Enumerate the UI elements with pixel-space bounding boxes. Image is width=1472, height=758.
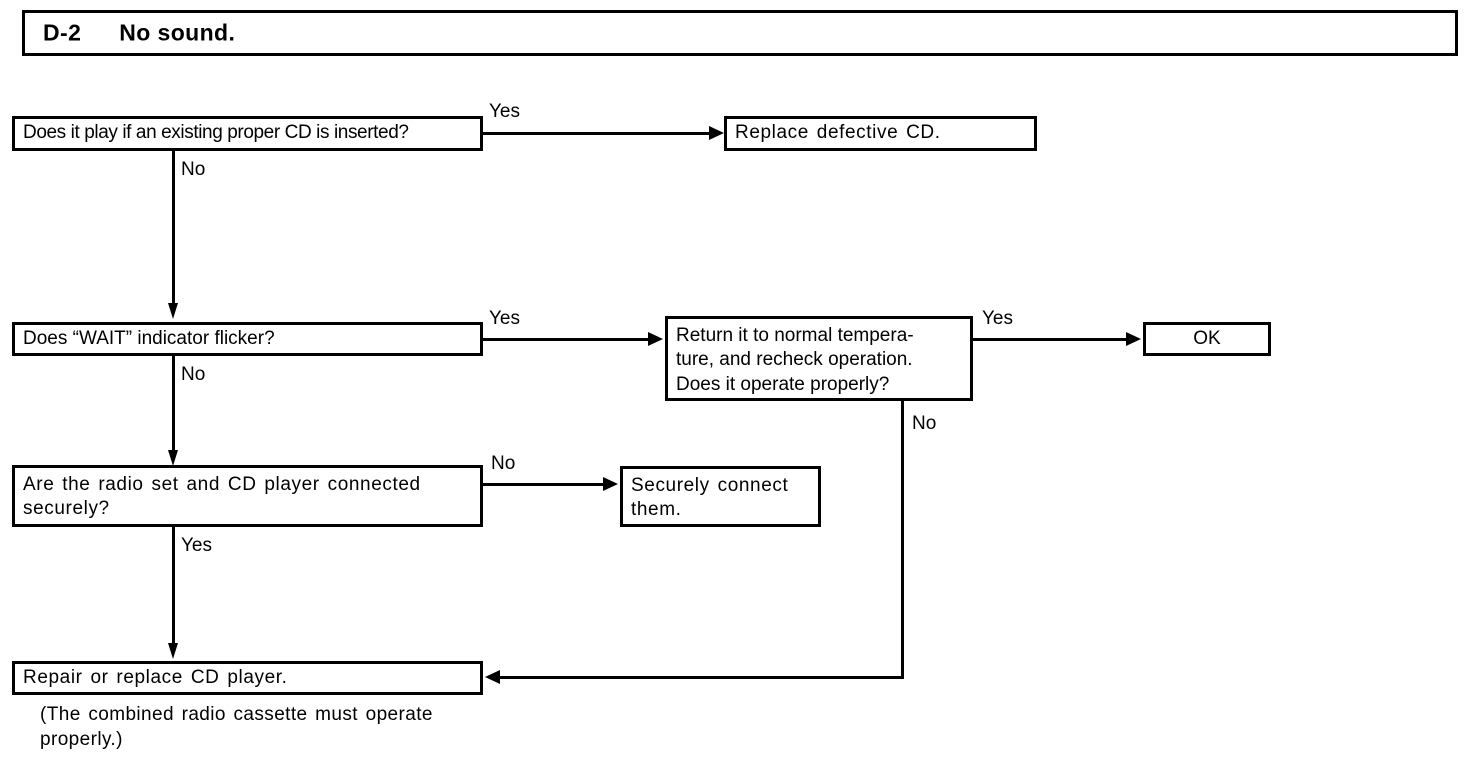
node-result-ok-label: OK xyxy=(1193,327,1221,349)
footnote-combined-radio-cassette: (The combined radio cassette must operat… xyxy=(40,704,433,750)
arrowhead-connected-yes xyxy=(168,643,178,659)
section-header-bar: D-2 No sound. xyxy=(22,10,1458,56)
branch-label-cd-inserted-yes: Yes xyxy=(489,101,520,122)
branch-label-wait-flicker-no: No xyxy=(181,364,206,385)
connector-connected-yes xyxy=(172,527,175,645)
connector-temperature-no-horizontal xyxy=(500,676,904,679)
node-question-wait-flicker: Does “WAIT” indicator flicker? xyxy=(12,322,483,356)
connector-temperature-yes xyxy=(973,338,1128,341)
node-question-normal-temperature: Return it to normal tempera- ture, and r… xyxy=(665,316,973,401)
branch-label-temperature-no: No xyxy=(912,413,937,434)
arrowhead-wait-flicker-yes xyxy=(648,332,663,346)
branch-label-wait-flicker-yes: Yes xyxy=(489,308,520,329)
arrowhead-temperature-yes xyxy=(1126,332,1141,346)
node-action-replace-cd-label: Replace defective CD. xyxy=(735,122,941,144)
branch-label-temperature-yes: Yes xyxy=(982,308,1013,329)
node-question-connected-securely: Are the radio set and CD player connecte… xyxy=(12,465,483,527)
connector-cd-inserted-yes xyxy=(483,132,711,135)
node-question-cd-inserted-label: Does it play if an existing proper CD is… xyxy=(23,122,409,144)
branch-label-connected-no: No xyxy=(491,453,516,474)
node-action-securely-connect: Securely connect them. xyxy=(620,466,821,527)
node-result-ok: OK xyxy=(1143,322,1271,356)
node-question-normal-temperature-label: Return it to normal tempera- ture, and r… xyxy=(676,325,914,395)
node-question-wait-flicker-label: Does “WAIT” indicator flicker? xyxy=(23,327,275,349)
section-title: No sound. xyxy=(119,19,236,46)
connector-cd-inserted-no xyxy=(172,151,175,306)
connector-wait-flicker-yes xyxy=(483,338,650,341)
node-question-connected-securely-label: Are the radio set and CD player connecte… xyxy=(23,474,421,520)
arrowhead-wait-flicker-no xyxy=(168,450,178,466)
section-header-content: D-2 No sound. xyxy=(43,20,235,47)
connector-wait-flicker-no xyxy=(172,356,175,456)
arrowhead-cd-inserted-yes xyxy=(709,126,724,140)
node-action-repair-replace: Repair or replace CD player. xyxy=(12,661,483,695)
connector-temperature-no-vertical xyxy=(901,401,904,679)
arrowhead-cd-inserted-no xyxy=(168,303,178,319)
arrowhead-temperature-no xyxy=(485,670,500,684)
node-action-replace-cd: Replace defective CD. xyxy=(724,116,1037,151)
node-action-repair-replace-label: Repair or replace CD player. xyxy=(23,666,288,688)
branch-label-connected-yes: Yes xyxy=(181,535,212,556)
node-question-cd-inserted: Does it play if an existing proper CD is… xyxy=(12,116,483,151)
node-action-securely-connect-label: Securely connect them. xyxy=(631,475,789,521)
section-code: D-2 xyxy=(43,19,82,46)
connector-connected-no xyxy=(483,483,605,486)
branch-label-cd-inserted-no: No xyxy=(181,159,206,180)
arrowhead-connected-no xyxy=(603,477,618,491)
